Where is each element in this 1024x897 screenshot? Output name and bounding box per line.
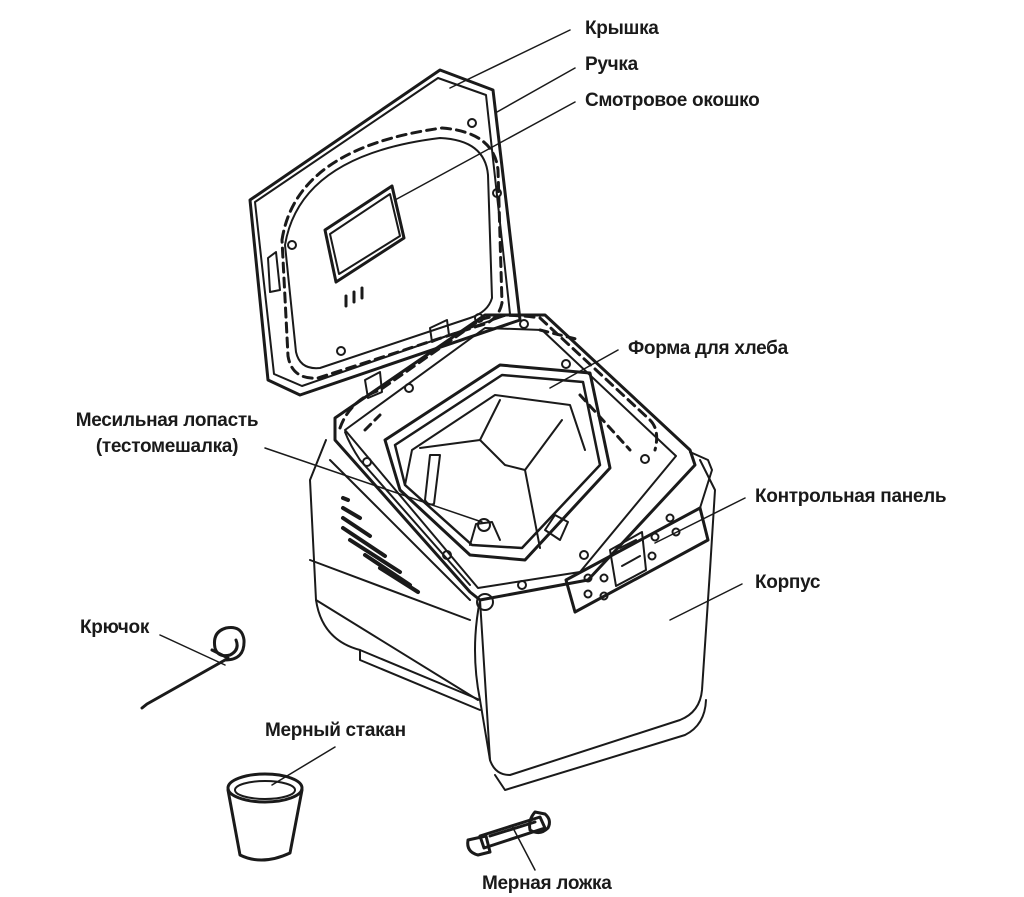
leader-bread-pan [549,349,619,389]
leader-spoon [511,825,536,871]
hook-drawing [140,626,246,710]
leader-paddle [264,447,483,523]
viewing-window-drawing [323,184,406,308]
leader-lines [159,29,746,871]
bread-pan-drawing [338,313,659,590]
label-hook: Крючок [80,617,150,638]
lid-drawing [248,68,522,399]
measuring-spoon-drawing [466,810,551,857]
label-viewing-window: Смотровое окошко [585,90,760,111]
label-control-panel: Контрольная панель [755,486,947,507]
leader-body [669,583,743,621]
label-kneading-paddle-line1: Месильная лопасть [75,410,259,431]
measuring-cup-drawing [226,772,304,862]
label-kneading-paddle: Месильная лопасть (тестомешалка) [62,410,272,458]
body-drawing [309,313,716,791]
leader-hook [159,634,226,666]
leader-lid [449,29,571,89]
label-kneading-paddle-line2: (тестомешалка) [95,436,239,457]
leader-control-panel [654,497,746,544]
label-measuring-spoon: Мерная ложка [482,873,612,894]
label-handle: Ручка [585,54,638,75]
leader-cup [271,746,336,786]
control-panel-drawing [564,451,713,614]
label-bread-pan: Форма для хлеба [628,338,788,359]
label-body: Корпус [755,572,821,593]
leader-handle [496,67,576,113]
leader-window [394,101,576,201]
label-lid: Крышка [585,18,659,39]
label-measuring-cup: Мерный стакан [265,720,406,741]
